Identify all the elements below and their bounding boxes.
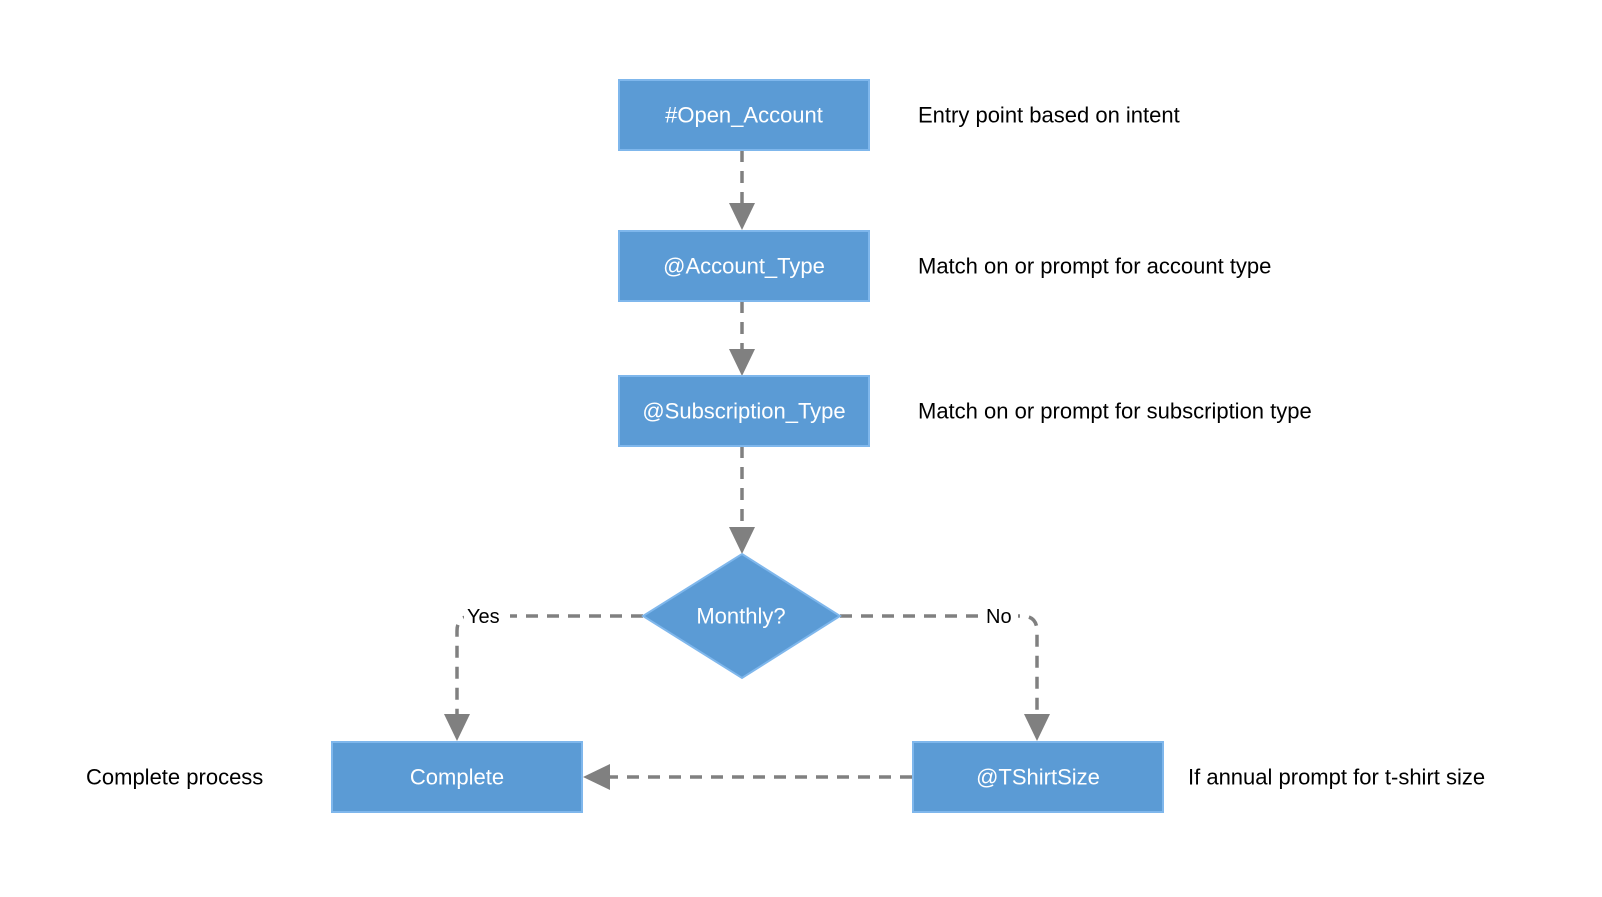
- notes: Entry point based on intent Match on or …: [86, 103, 1485, 790]
- node-subscription-type: @Subscription_Type: [618, 375, 870, 447]
- node-complete-box: [331, 741, 583, 813]
- arrowhead-subscription-type: [729, 349, 755, 376]
- node-monthly-decision: Monthly?: [641, 552, 842, 680]
- node-subscription-type-label: @Subscription_Type: [642, 399, 845, 424]
- node-open-account: #Open_Account: [618, 79, 870, 151]
- node-open-account-label: #Open_Account: [665, 103, 823, 128]
- node-tshirt-size: @TShirtSize: [912, 741, 1164, 813]
- node-subscription-type-box: [618, 375, 870, 447]
- node-account-type-label: @Account_Type: [663, 254, 825, 279]
- node-account-type: @Account_Type: [618, 230, 870, 302]
- no-label-bg: [984, 604, 1018, 628]
- arrowhead-complete-from-monthly: [444, 714, 470, 741]
- arrowhead-monthly: [729, 527, 755, 554]
- node-open-account-box: [618, 79, 870, 151]
- no-label: No: [986, 606, 1012, 628]
- note-subscription-type: Match on or prompt for subscription type: [918, 399, 1312, 424]
- node-tshirt-size-box: [912, 741, 1164, 813]
- arrowhead-complete-from-tshirt-size: [583, 764, 610, 790]
- yes-label: Yes: [467, 606, 500, 628]
- node-account-type-box: [618, 230, 870, 302]
- node-complete-label: Complete: [410, 765, 504, 790]
- note-complete: Complete process: [86, 765, 263, 790]
- edge-labels: Yes No: [464, 604, 1018, 628]
- node-tshirt-size-label: @TShirtSize: [976, 765, 1100, 790]
- arrowhead-account-type: [729, 203, 755, 230]
- note-tshirt-size: If annual prompt for t-shirt size: [1188, 765, 1485, 790]
- edge-monthly-yes-to-complete: [455, 614, 643, 716]
- note-account-type: Match on or prompt for account type: [918, 254, 1271, 279]
- node-monthly-label: Monthly?: [696, 604, 785, 629]
- node-monthly-diamond: [641, 552, 842, 680]
- note-open-account: Entry point based on intent: [918, 103, 1180, 128]
- edge-monthly-no-to-tshirt-size: [840, 614, 1039, 716]
- yes-label-bg: [464, 604, 510, 628]
- node-complete: Complete: [331, 741, 583, 813]
- arrowhead-tshirt-size: [1024, 714, 1050, 741]
